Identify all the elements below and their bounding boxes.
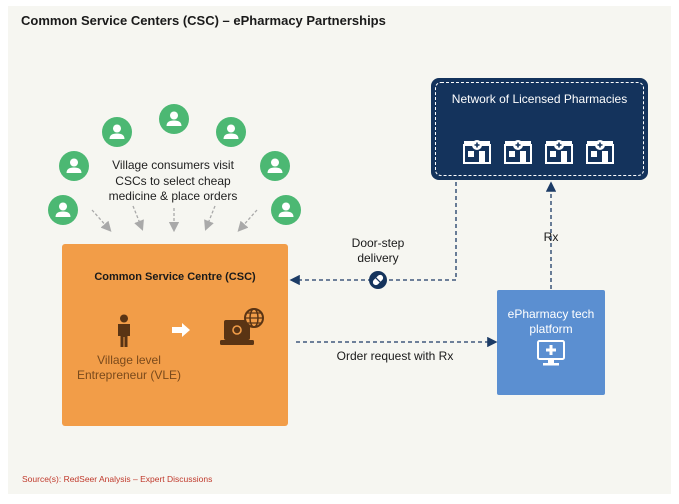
- consumer-person-icon: [159, 104, 189, 134]
- csc-title: Common Service Centre (CSC): [94, 271, 256, 283]
- consumer-person-icon: [271, 195, 301, 225]
- computer-medical-icon: [537, 340, 565, 366]
- pharmacy-network-border: [435, 82, 644, 176]
- consumer-arrow: [91, 209, 112, 232]
- pharmacy-building-icon: [463, 140, 491, 164]
- pharmacy-building-icon: [504, 140, 532, 164]
- pharmacy-building-icon: [545, 140, 573, 164]
- vle-label: Village level Entrepreneur (VLE): [76, 353, 182, 382]
- pharmacy-building-icon: [586, 140, 614, 164]
- consumer-description: Village consumers visit CSCs to select c…: [108, 158, 238, 203]
- pharmacy-network-title: Network of Licensed Pharmacies: [451, 92, 628, 106]
- consumer-person-icon: [216, 117, 246, 147]
- consumer-arrow: [132, 205, 144, 231]
- consumer-person-icon: [48, 195, 78, 225]
- csc-box: Common Service Centre (CSC) Village leve…: [62, 244, 288, 426]
- consumer-person-icon: [102, 117, 132, 147]
- epharmacy-platform-box: ePharmacy tech platform: [497, 290, 605, 395]
- consumer-arrow: [204, 205, 216, 231]
- order-label: Order request with Rx: [336, 349, 454, 363]
- delivery-connector: [289, 182, 457, 286]
- page-title: Common Service Centers (CSC) – ePharmacy…: [21, 13, 386, 28]
- delivery-label: Door-step delivery: [351, 236, 405, 265]
- consumer-person-icon: [260, 151, 290, 181]
- epharmacy-platform-title: ePharmacy tech platform: [507, 307, 595, 336]
- consumer-arrow: [237, 209, 258, 232]
- pill-icon: [369, 271, 387, 289]
- arrow-right-icon: [172, 323, 190, 337]
- pharmacy-network-box: Network of Licensed Pharmacies: [431, 78, 648, 180]
- source-note: Source(s): RedSeer Analysis – Expert Dis…: [22, 474, 213, 484]
- laptop-globe-icon: [220, 308, 264, 345]
- consumer-person-icon: [59, 151, 89, 181]
- rx-label: Rx: [543, 230, 559, 244]
- entrepreneur-person-icon: [118, 314, 130, 347]
